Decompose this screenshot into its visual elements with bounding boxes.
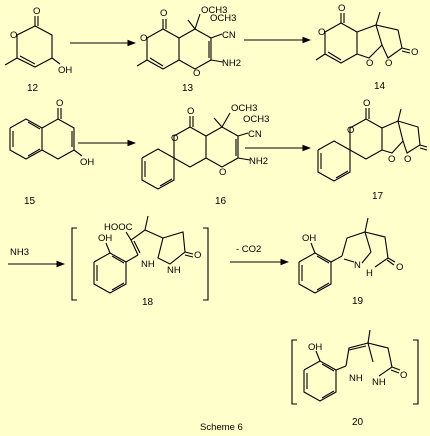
- atom-label: O: [388, 154, 395, 165]
- compound-number: 17: [372, 191, 384, 202]
- atom-label: H: [366, 268, 373, 279]
- atom-label: O: [187, 106, 194, 117]
- atom-label: O: [385, 58, 392, 69]
- compound-number: 19: [352, 296, 364, 307]
- atom-label: O: [411, 47, 418, 58]
- atom-label: OH: [302, 233, 316, 244]
- compound-number: 18: [142, 297, 154, 308]
- atom-label: O: [140, 33, 147, 44]
- atom-label: O: [363, 98, 370, 109]
- structure-12: O OH O: [4, 6, 72, 76]
- atom-label: O: [193, 68, 200, 79]
- compound-number: 16: [215, 196, 227, 207]
- scheme-caption: Scheme 6: [200, 422, 243, 433]
- reagent-label: NH3: [10, 247, 29, 258]
- compound-number: 15: [24, 196, 36, 207]
- structure-20: OH NH NH O: [291, 329, 419, 405]
- structure-18: OH HOOC NH NH O: [71, 215, 209, 301]
- atom-label: NH: [372, 377, 386, 388]
- atom-label: O: [404, 154, 411, 165]
- atom-label: OCH3: [231, 103, 257, 114]
- compound-number: 14: [374, 81, 386, 92]
- atom-label: N: [354, 260, 361, 271]
- atom-label: O: [347, 125, 354, 136]
- atom-label: NH: [167, 265, 181, 276]
- atom-label: O: [366, 58, 373, 69]
- atom-label: NH2: [249, 156, 268, 167]
- atom-label: OCH3: [243, 114, 269, 125]
- atom-label: NH: [349, 373, 363, 384]
- atom-label: OH: [58, 65, 72, 76]
- atom-label: OCH3: [210, 13, 236, 24]
- compound-number: 13: [182, 83, 194, 94]
- structure-16: O O O OCH3 OCH3 CN NH2: [141, 103, 269, 190]
- atom-label: O: [171, 133, 178, 144]
- compound-number: 12: [27, 83, 39, 94]
- atom-label: O: [194, 250, 201, 261]
- structure-13: O O O OCH3 OCH3 CN NH2: [136, 5, 241, 79]
- structure-14: O O O O O: [315, 3, 418, 69]
- atom-label: O: [56, 98, 63, 109]
- structure-15: O OH: [9, 98, 94, 168]
- atom-label: NH2: [222, 58, 241, 69]
- atom-label: O: [400, 370, 407, 381]
- atom-label: CN: [248, 129, 262, 140]
- atom-label: HOOC: [104, 222, 133, 233]
- structure-17: O O O O: [317, 98, 428, 182]
- atom-label: O: [318, 27, 325, 38]
- compound-number: 20: [352, 417, 364, 428]
- atom-label: CN: [222, 30, 236, 41]
- atom-label: O: [10, 30, 17, 41]
- atom-label: OH: [98, 233, 112, 244]
- atom-label: OH: [80, 157, 94, 168]
- atom-label: NH: [141, 259, 155, 270]
- atom-label: O: [160, 8, 167, 19]
- atom-label: O: [33, 6, 40, 17]
- reagent-label: - CO2: [236, 244, 261, 255]
- atom-label: OH: [308, 342, 322, 353]
- structure-19: OH N H O: [298, 217, 403, 294]
- atom-label: OCH3: [201, 5, 227, 16]
- atom-label: O: [396, 262, 403, 273]
- atom-label: O: [219, 167, 226, 178]
- atom-label: O: [338, 3, 345, 14]
